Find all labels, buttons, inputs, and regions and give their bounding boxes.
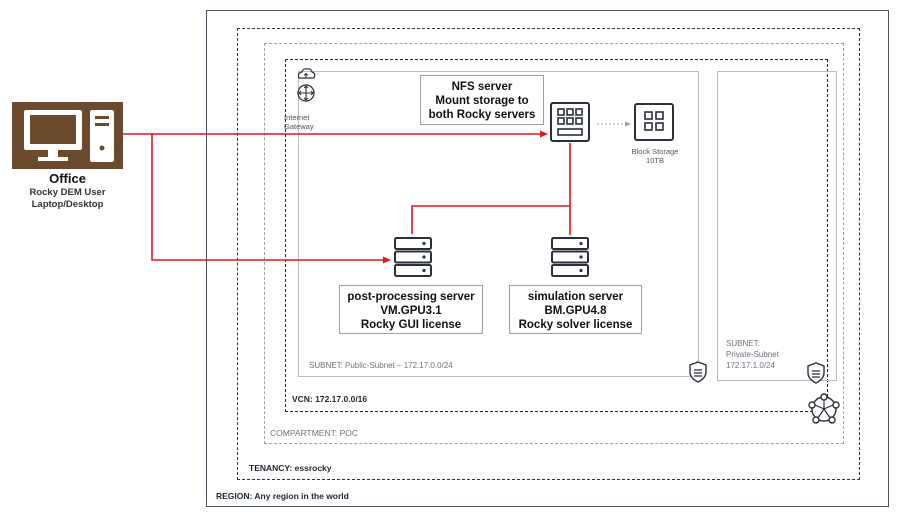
office-label: Office Rocky DEM User Laptop/Desktop	[29, 171, 106, 210]
internet-gateway-icon	[297, 68, 316, 102]
nfs-to-postproc-line	[411, 205, 570, 234]
block-storage-icon	[634, 103, 674, 141]
post-processing-server-icon	[394, 237, 432, 277]
internet-gateway-label: Internet Gateway	[284, 113, 314, 131]
compartment-label: COMPARTMENT: POC	[270, 428, 358, 438]
region-boundary	[206, 10, 889, 507]
tenancy-label: TENANCY: essrocky	[249, 463, 332, 473]
arrow-to-storage-icon	[625, 121, 631, 127]
vcn-boundary	[285, 59, 828, 412]
office-computer-icon	[12, 102, 123, 169]
compartment-boundary	[264, 43, 844, 444]
public-subnet-boundary	[298, 71, 699, 377]
simulation-server-icon	[551, 237, 589, 277]
nfs-server-icon	[550, 102, 590, 142]
vcn-router-icon	[808, 393, 840, 424]
private-subnet-boundary	[717, 71, 837, 381]
block-storage-label: Block Storage 10TB	[631, 147, 679, 165]
private-subnet-label: SUBNET: Private-Subnet 172.17.1.0/24	[726, 339, 779, 370]
office-to-postproc-line	[151, 134, 384, 261]
arrow-to-nfs-icon	[540, 130, 548, 138]
public-subnet-security-icon	[689, 361, 707, 383]
nfs-server-callout: NFS server Mount storage to both Rocky s…	[420, 75, 544, 125]
post-processing-server-callout: post-processing server VM.GPU3.1 Rocky G…	[339, 285, 483, 334]
private-subnet-security-icon	[807, 362, 825, 384]
public-subnet-label: SUBNET: Public-Subnet – 172.17.0.0/24	[309, 361, 453, 370]
region-label: REGION: Any region in the world	[216, 491, 349, 501]
simulation-server-callout: simulation server BM.GPU4.8 Rocky solver…	[509, 285, 642, 334]
tenancy-boundary	[237, 28, 860, 480]
vcn-label: VCN: 172.17.0.0/16	[292, 394, 368, 404]
arrow-to-postproc-icon	[383, 256, 391, 264]
